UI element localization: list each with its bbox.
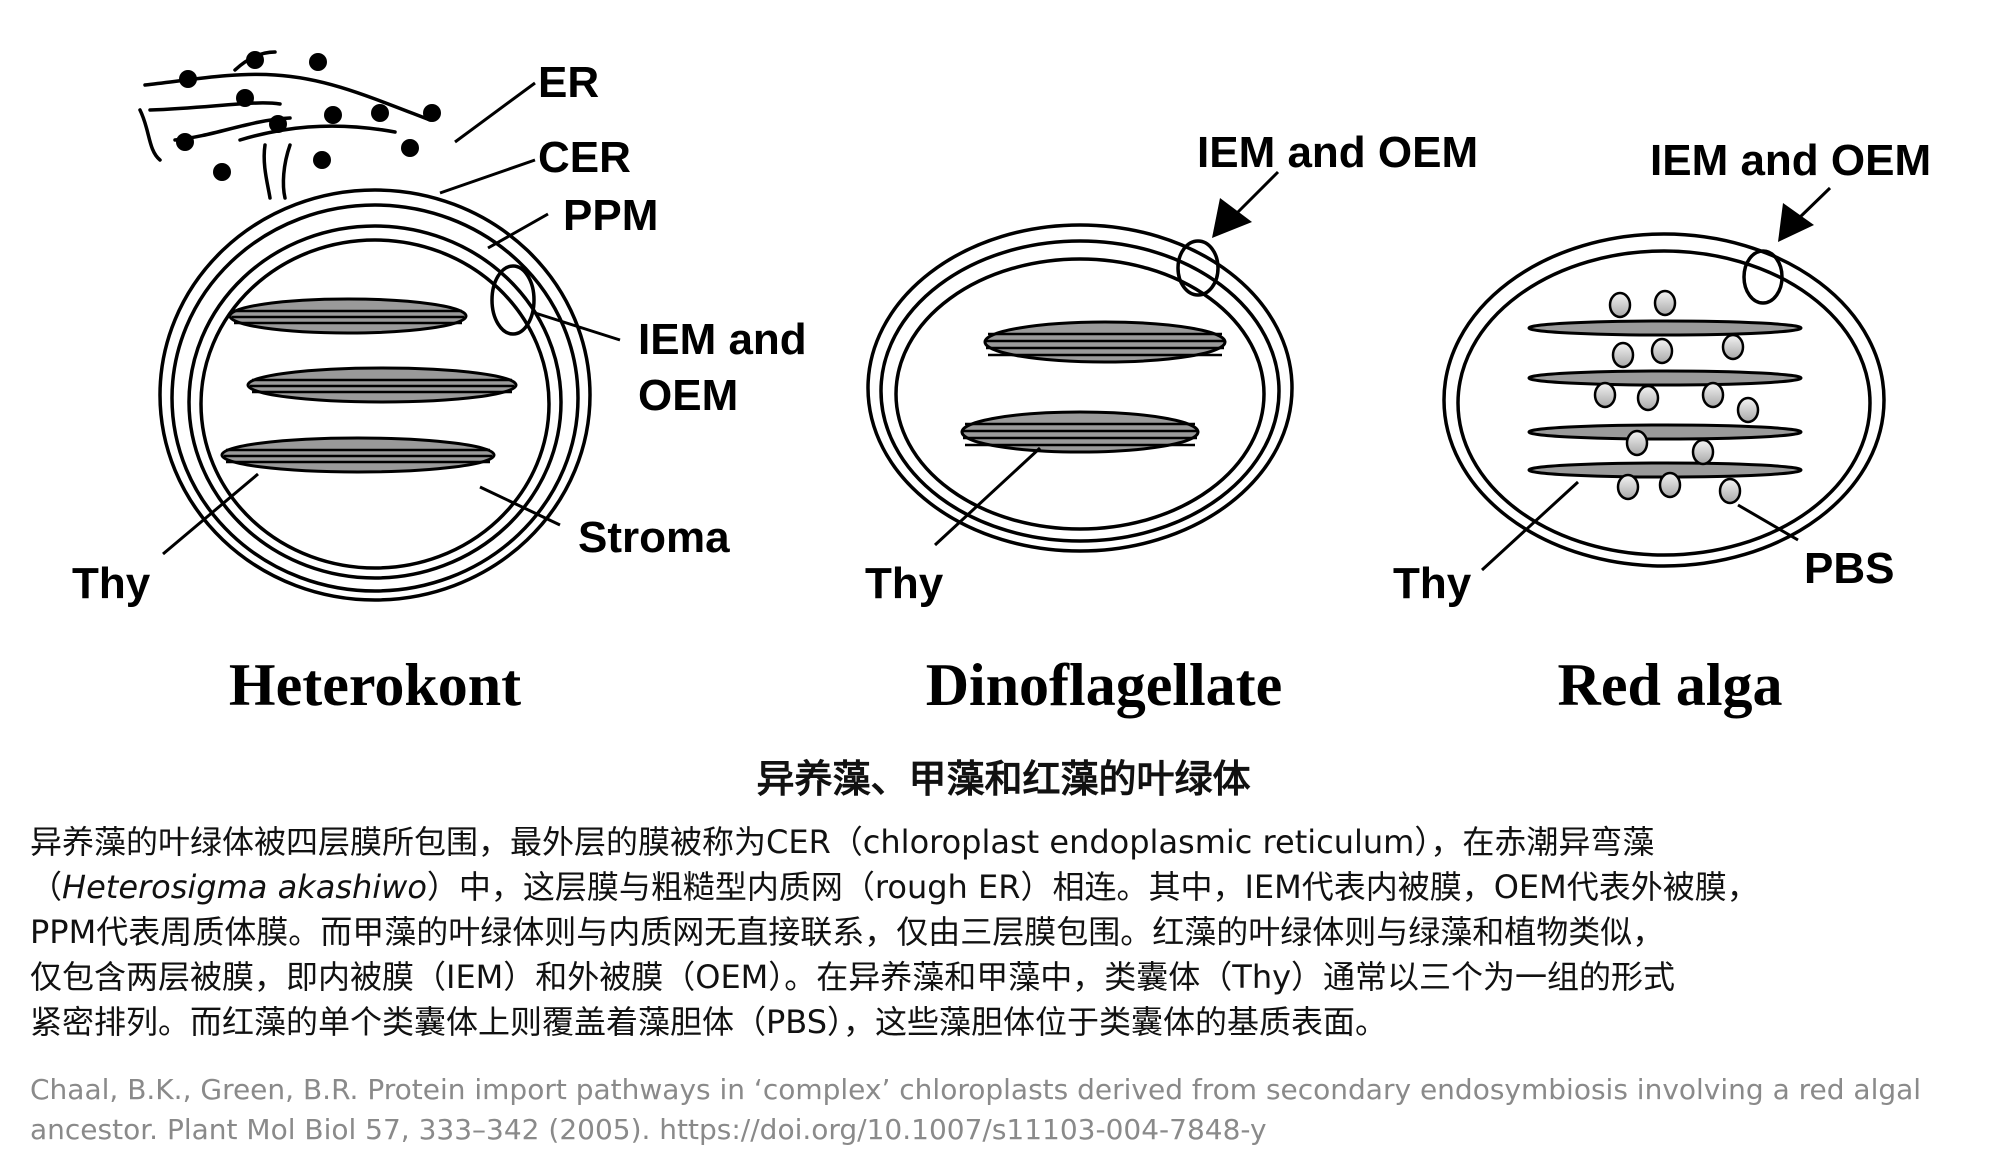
red-alga-panel: IEM and OEM Thy PBS Red alga: [1393, 136, 1931, 718]
er-label: ER: [538, 58, 599, 107]
iem-oem-marker: [1176, 239, 1220, 297]
caption-line: PPM代表周质体膜。而甲藻的叶绿体则与内质网无直接联系，仅由三层膜包围。红藻的叶…: [30, 913, 1665, 951]
panel-name: Heterokont: [229, 652, 521, 718]
species-name: Heterosigma akashiwo: [62, 868, 427, 906]
thy-label: Thy: [865, 559, 944, 608]
panel-name: Red alga: [1558, 652, 1783, 718]
thylakoids-red-alga: [1527, 319, 1803, 479]
caption-line: （Heterosigma akashiwo）中，这层膜与粗糙型内质网（rough…: [30, 865, 1990, 910]
caption-line: 紧密排列。而红藻的单个类囊体上则覆盖着藻胆体（PBS），这些藻胆体位于类囊体的基…: [30, 1003, 1388, 1041]
leaders-red-alga: [1480, 186, 1832, 572]
phycobilisomes: [1593, 289, 1760, 505]
stroma-label: Stroma: [578, 513, 730, 562]
iem-oem-marker: [1742, 249, 1784, 305]
iem-oem-label: IEM and OEM: [1197, 128, 1478, 177]
iem-oem-marker: [490, 264, 536, 336]
arrowhead: [1212, 198, 1252, 238]
membranes-dinoflagellate: [866, 223, 1294, 553]
chloroplast-diagram: ER CER PPM IEM and OEM Stroma Thy Hetero…: [72, 50, 1931, 718]
ppm-label: PPM: [563, 191, 658, 240]
ribosomes: [176, 51, 441, 181]
caption-body: 异养藻的叶绿体被四层膜所包围，最外层的膜被称为CER（chloroplast e…: [30, 820, 1990, 1045]
iem-oem-label-line1: IEM and: [638, 315, 807, 364]
iem-oem-label-line2: OEM: [638, 371, 738, 420]
caption-line: 异养藻的叶绿体被四层膜所包围，最外层的膜被称为CER（chloroplast e…: [30, 823, 1655, 861]
caption-open-paren: （: [30, 868, 63, 906]
leaders-dinoflagellate: [933, 170, 1280, 547]
caption-title: 异养藻、甲藻和红藻的叶绿体: [756, 757, 1251, 801]
membranes-heterokont: [158, 188, 592, 602]
citation: Chaal, B.K., Green, B.R. Protein import …: [30, 1070, 1990, 1150]
panel-name: Dinoflagellate: [926, 652, 1283, 718]
iem-oem-label: IEM and OEM: [1650, 136, 1931, 185]
caption-line: 仅包含两层被膜，即内被膜（IEM）和外被膜（OEM）。在异养藻和甲藻中，类囊体（…: [30, 958, 1676, 996]
caption-line-rest: ）中，这层膜与粗糙型内质网（rough ER）相连。其中，IEM代表内被膜，OE…: [426, 868, 1759, 906]
cer-label: CER: [538, 133, 631, 182]
thylakoid-stacks-dinoflagellate: [960, 320, 1227, 454]
thy-label: Thy: [72, 559, 151, 608]
heterokont-panel: ER CER PPM IEM and OEM Stroma Thy Hetero…: [72, 50, 807, 718]
arrowhead: [1778, 203, 1814, 242]
thy-label: Thy: [1393, 559, 1472, 608]
leaders-heterokont: [162, 81, 621, 556]
thylakoid-stacks-heterokont: [220, 297, 518, 474]
citation-line: ancestor. Plant Mol Biol 57, 333–342 (20…: [30, 1113, 1267, 1146]
dinoflagellate-panel: IEM and OEM Thy Dinoflagellate: [865, 128, 1478, 718]
pbs-label: PBS: [1804, 544, 1894, 593]
membranes-red-alga: [1442, 232, 1886, 568]
citation-line: Chaal, B.K., Green, B.R. Protein import …: [30, 1073, 1922, 1106]
